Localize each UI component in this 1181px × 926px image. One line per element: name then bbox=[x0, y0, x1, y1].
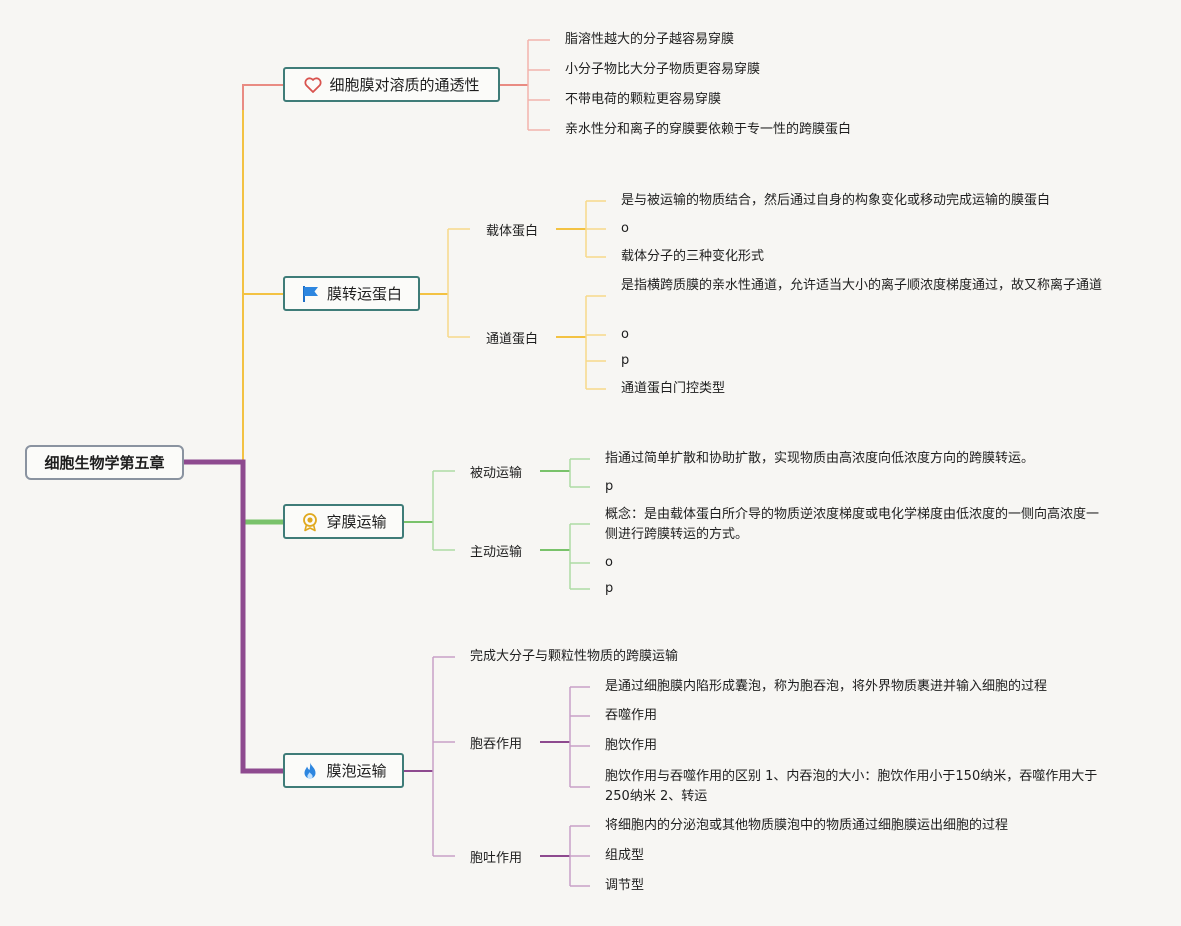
leaf-item[interactable]: 通道蛋白门控类型 bbox=[621, 381, 726, 396]
leaf-item[interactable]: 载体分子的三种变化形式 bbox=[621, 249, 765, 264]
leaf-item[interactable]: p bbox=[605, 581, 614, 596]
sub-node-endocytosis[interactable]: 胞吞作用 bbox=[470, 737, 523, 752]
branch-vesicular-transport[interactable]: 膜泡运输 bbox=[283, 753, 404, 788]
sub-node-exocytosis[interactable]: 胞吐作用 bbox=[470, 851, 523, 866]
branch-permeability[interactable]: 细胞膜对溶质的通透性 bbox=[283, 67, 500, 102]
leaf-item[interactable]: o bbox=[621, 327, 629, 342]
leaf-item[interactable]: 胞饮作用 bbox=[605, 738, 658, 753]
leaf-item[interactable]: 吞噬作用 bbox=[605, 708, 658, 723]
award-icon bbox=[300, 512, 320, 532]
leaf-item[interactable]: 调节型 bbox=[605, 878, 645, 893]
leaf-item[interactable]: o bbox=[605, 555, 613, 570]
fire-icon bbox=[300, 761, 320, 781]
leaf-item[interactable]: 将细胞内的分泌泡或其他物质膜泡中的物质通过细胞膜运出细胞的过程 bbox=[605, 818, 1009, 833]
leaf-item[interactable]: o bbox=[621, 221, 629, 236]
leaf-item[interactable]: p bbox=[605, 479, 614, 494]
sub-node-passive-transport[interactable]: 被动运输 bbox=[470, 466, 523, 481]
leaf-item[interactable]: 完成大分子与颗粒性物质的跨膜运输 bbox=[470, 649, 679, 664]
branch-membrane-transport[interactable]: 穿膜运输 bbox=[283, 504, 404, 539]
leaf-item[interactable]: 小分子物比大分子物质更容易穿膜 bbox=[565, 62, 761, 77]
leaf-item[interactable]: 是通过细胞膜内陷形成囊泡，称为胞吞泡，将外界物质裹进并输入细胞的过程 bbox=[605, 679, 1048, 694]
branch-label: 膜转运蛋白 bbox=[326, 285, 402, 303]
branch-transport-proteins[interactable]: 膜转运蛋白 bbox=[283, 276, 420, 311]
branch-label: 膜泡运输 bbox=[326, 762, 387, 780]
sub-node-channel-protein[interactable]: 通道蛋白 bbox=[486, 332, 539, 347]
leaf-item[interactable]: 亲水性分和离子的穿膜要依赖于专一性的跨膜蛋白 bbox=[565, 122, 852, 137]
heart-icon bbox=[303, 75, 323, 95]
leaf-item[interactable]: 脂溶性越大的分子越容易穿膜 bbox=[565, 32, 735, 47]
leaf-item[interactable]: 是指横跨质膜的亲水性通道，允许适当大小的离子顺浓度梯度通过，故又称离子通道 bbox=[621, 278, 1103, 293]
leaf-item[interactable]: 组成型 bbox=[605, 848, 645, 863]
sub-node-carrier-protein[interactable]: 载体蛋白 bbox=[486, 224, 539, 239]
root-label: 细胞生物学第五章 bbox=[44, 454, 165, 472]
leaf-item[interactable]: 指通过简单扩散和协助扩散，实现物质由高浓度向低浓度方向的跨膜转运。 bbox=[605, 451, 1035, 466]
branch-label: 穿膜运输 bbox=[326, 513, 387, 531]
leaf-item[interactable]: 胞饮作用与吞噬作用的区别 1、内吞泡的大小：胞饮作用小于150纳米，吞噬作用大于… bbox=[605, 769, 1098, 804]
sub-node-active-transport[interactable]: 主动运输 bbox=[470, 545, 523, 560]
leaf-item[interactable]: 不带电荷的颗粒更容易穿膜 bbox=[565, 92, 722, 107]
root-node[interactable]: 细胞生物学第五章 bbox=[25, 445, 184, 480]
leaf-item[interactable]: 概念：是由载体蛋白所介导的物质逆浓度梯度或电化学梯度由低浓度的一侧向高浓度一侧进… bbox=[605, 507, 1100, 542]
flag-icon bbox=[301, 284, 321, 304]
leaf-item[interactable]: 是与被运输的物质结合，然后通过自身的构象变化或移动完成运输的膜蛋白 bbox=[621, 193, 1051, 208]
branch-label: 细胞膜对溶质的通透性 bbox=[329, 76, 480, 94]
leaf-item[interactable]: p bbox=[621, 353, 630, 368]
